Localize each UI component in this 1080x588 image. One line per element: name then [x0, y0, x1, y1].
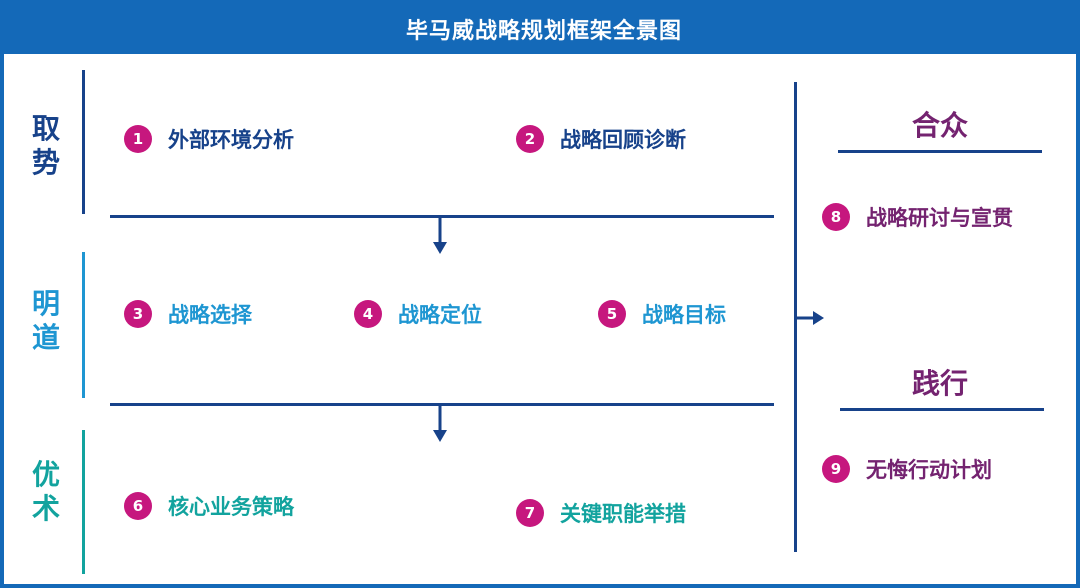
step-item-6: 6 核心业务策略	[124, 491, 294, 521]
section-label-char: 道	[31, 321, 60, 354]
step-item-5: 5 战略目标	[598, 299, 726, 329]
step-item-1: 1 外部环境分析	[124, 124, 294, 154]
section-label-mingdao: 明 道	[26, 287, 66, 355]
step-number-badge: 5	[598, 300, 626, 328]
section-divider-line	[82, 70, 85, 214]
step-number-badge: 4	[354, 300, 382, 328]
step-number-badge: 1	[124, 125, 152, 153]
step-number-badge: 7	[516, 499, 544, 527]
step-label: 战略目标	[642, 303, 726, 327]
heading-hezhong: 合众	[911, 109, 968, 142]
step-label: 战略回顾诊断	[560, 128, 686, 152]
separator-line	[110, 215, 774, 218]
step-label: 战略研讨与宣贯	[866, 206, 1013, 230]
step-label: 无悔行动计划	[866, 458, 992, 482]
step-label: 核心业务策略	[168, 495, 294, 519]
step-item-8: 8 战略研讨与宣贯	[822, 202, 1013, 232]
diagram-title: 毕马威战略规划框架全景图	[4, 4, 1080, 54]
step-label: 战略定位	[398, 303, 482, 327]
step-item-7: 7 关键职能举措	[516, 498, 686, 528]
step-number-badge: 2	[516, 125, 544, 153]
step-item-2: 2 战略回顾诊断	[516, 124, 686, 154]
section-label-qushi: 取 势	[26, 112, 66, 180]
section-label-char: 术	[31, 492, 60, 525]
step-item-9: 9 无悔行动计划	[822, 454, 992, 484]
arrow-right-icon	[796, 311, 824, 325]
separator-line	[110, 403, 774, 406]
step-number-badge: 6	[124, 492, 152, 520]
step-number-badge: 8	[822, 203, 850, 231]
section-divider-line	[82, 252, 85, 398]
section-divider-line	[82, 430, 85, 574]
right-divider-line	[794, 82, 797, 552]
step-number-badge: 3	[124, 300, 152, 328]
step-item-4: 4 战略定位	[354, 299, 482, 329]
arrow-down-icon	[433, 216, 447, 254]
section-label-char: 优	[31, 458, 60, 491]
step-item-3: 3 战略选择	[124, 299, 252, 329]
section-label-youshu: 优 术	[26, 458, 66, 526]
heading-jianxing: 践行	[911, 367, 968, 400]
step-label: 关键职能举措	[560, 502, 686, 526]
heading-underline	[838, 150, 1042, 153]
section-label-char: 明	[31, 287, 60, 320]
step-label: 外部环境分析	[168, 128, 294, 152]
section-label-char: 势	[31, 146, 60, 179]
arrow-down-icon	[433, 404, 447, 442]
step-number-badge: 9	[822, 455, 850, 483]
heading-underline	[840, 408, 1044, 411]
section-label-char: 取	[31, 112, 60, 145]
step-label: 战略选择	[168, 303, 252, 327]
